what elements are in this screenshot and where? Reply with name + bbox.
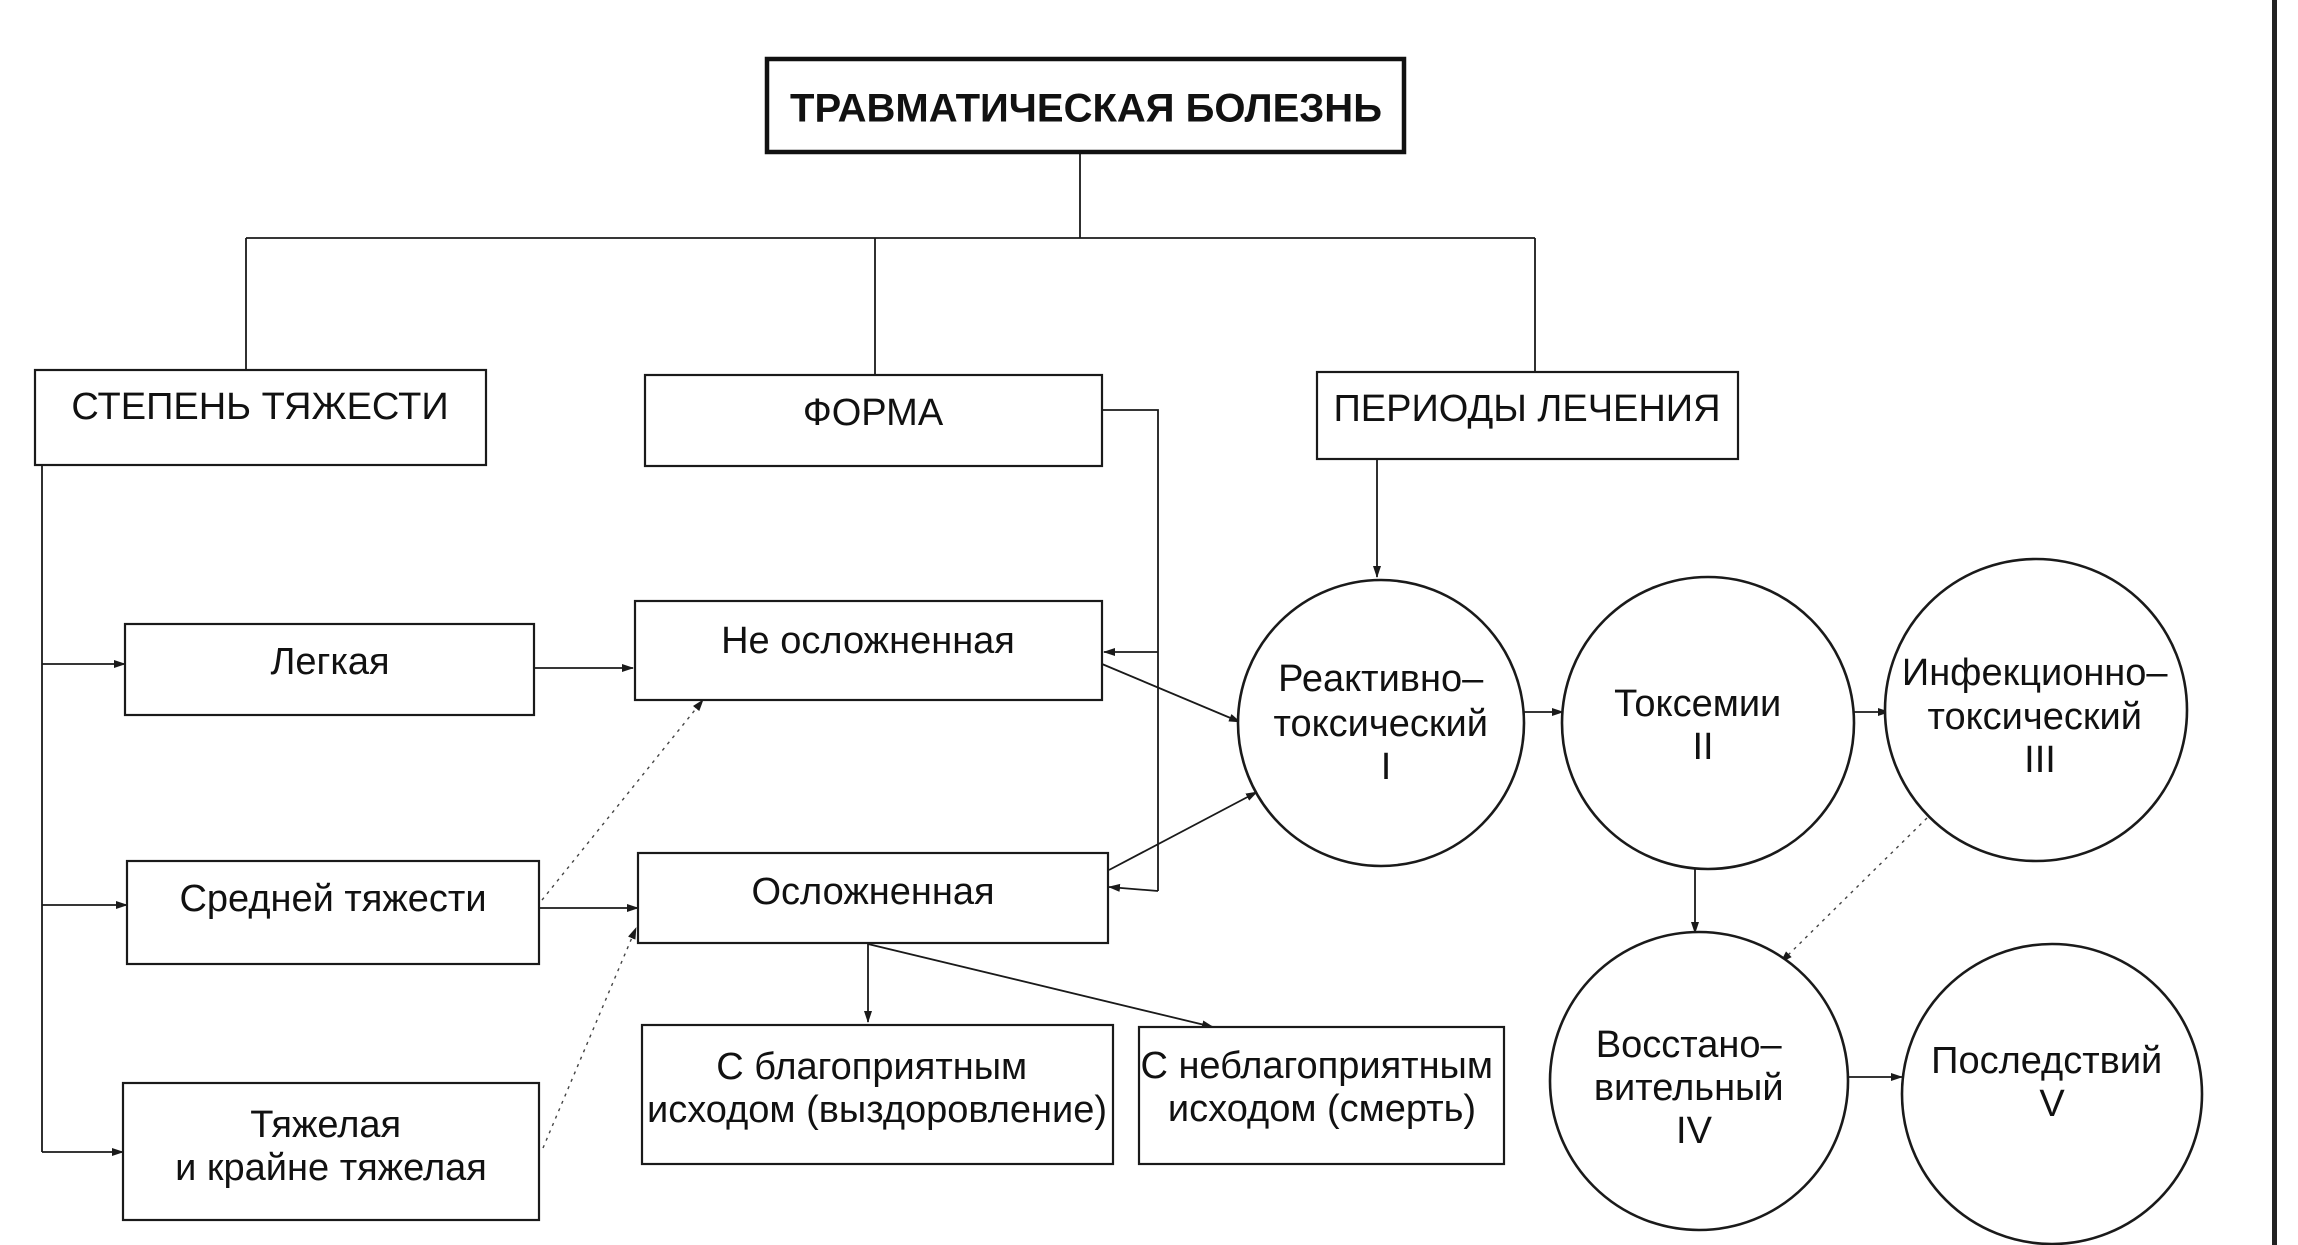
title-box: ТРАВМАТИЧЕСКАЯ БОЛЕЗНЬ [764,56,1407,155]
page-edge-rule [2272,0,2277,1245]
period-1-label: Реактивно– токсический I [1274,658,1499,788]
category-periods-label: ПЕРИОДЫ ЛЕЧЕНИЯ [1333,388,1720,430]
period-3-label: Инфекционно– токсический III [1902,652,2178,781]
category-severity: СТЕПЕНЬ ТЯЖЕСТИ [33,368,488,467]
severity-light: Легкая [123,622,536,717]
dotted-p3-to-p4 [1780,817,1928,963]
severity-medium-label: Средней тяжести [179,878,486,920]
connector-form-bracket [1102,409,1159,891]
form-uncomplicated-label: Не осложненная [721,620,1015,662]
outcome-unfavorable-label: С неблагоприятным исходом (смерть) [1140,1045,1503,1130]
arrow-uncomplicated-to-p1 [1101,663,1241,723]
category-severity-label: СТЕПЕНЬ ТЯЖЕСТИ [71,386,448,428]
period-4-label: Восстано– вительный IV [1594,1024,1794,1152]
form-complicated: Осложненная [636,851,1110,945]
period-node-2: Токсемии II [1560,575,1856,871]
period-node-1: Реактивно– токсический I [1236,578,1526,868]
diagram-title: ТРАВМАТИЧЕСКАЯ БОЛЕЗНЬ [790,87,1382,131]
severity-medium: Средней тяжести [125,859,541,966]
category-form: ФОРМА [643,373,1104,468]
arrow-complicated-to-unfavorable [867,943,1214,1029]
outcome-favorable-label: С благоприятным исходом (выздоровление) [647,1046,1107,1131]
connectors [41,152,1928,1156]
severity-heavy-label: Тяжелая и крайне тяжелая [175,1104,487,1189]
period-5-label: Последствий V [1931,1040,2173,1125]
arrow-to-complicated [1108,883,1159,892]
outcome-unfavorable: С неблагоприятным исходом (смерть) [1137,1025,1506,1166]
period-node-3: Инфекционно– токсический III [1883,557,2189,863]
dotted-heavy-to-complicated [542,927,637,1149]
period-node-4: Восстано– вительный IV [1548,930,1850,1232]
category-form-label: ФОРМА [803,392,944,434]
dotted-medium-to-uncomplicated [541,699,704,901]
severity-heavy: Тяжелая и крайне тяжелая [121,1081,541,1222]
severity-light-label: Легкая [270,641,389,683]
outcome-favorable: С благоприятным исходом (выздоровление) [640,1023,1115,1166]
period-node-5: Последствий V [1900,942,2204,1245]
form-uncomplicated: Не осложненная [633,599,1104,702]
form-complicated-label: Осложненная [751,871,994,913]
arrow-complicated-to-p1 [1108,791,1258,871]
category-periods: ПЕРИОДЫ ЛЕЧЕНИЯ [1315,370,1740,461]
period-2-label: Токсемии II [1614,683,1792,768]
